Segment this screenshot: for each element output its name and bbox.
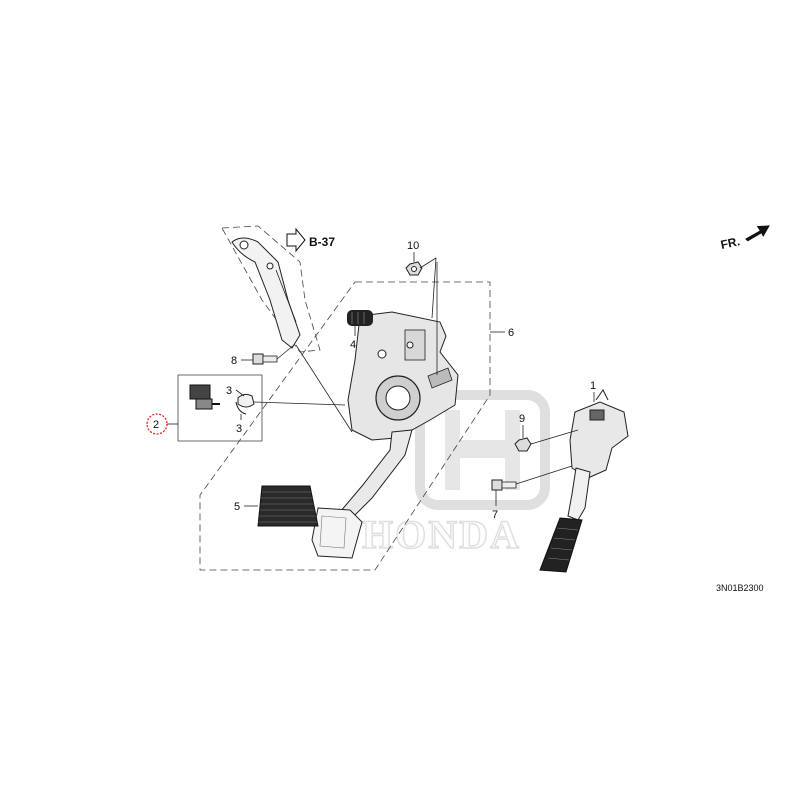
callout-4[interactable]: 4 bbox=[350, 339, 356, 351]
bolt-8 bbox=[241, 344, 295, 365]
bracket-dashed-outline bbox=[221, 225, 321, 353]
mounting-bracket bbox=[231, 237, 301, 349]
pedal-stopper bbox=[347, 310, 373, 336]
nut-10 bbox=[405, 252, 437, 319]
brake-pedal-plate bbox=[311, 507, 363, 559]
callout-2-selected[interactable]: 2 bbox=[146, 413, 178, 435]
clip-3 bbox=[235, 389, 346, 420]
callout-3-upper[interactable]: 3 bbox=[226, 385, 232, 397]
callout-6[interactable]: 6 bbox=[508, 327, 514, 339]
callout-7[interactable]: 7 bbox=[492, 509, 498, 521]
bracket-leader bbox=[295, 344, 353, 433]
brake-pedal-bracket bbox=[347, 262, 459, 441]
callout-8[interactable]: 8 bbox=[231, 355, 237, 367]
switch-group-box bbox=[177, 374, 263, 442]
honda-watermark: HONDA bbox=[361, 390, 550, 558]
nut-9 bbox=[514, 425, 579, 452]
brake-switch bbox=[189, 384, 220, 410]
brake-pedal-arm bbox=[339, 429, 413, 521]
callout-3-lower[interactable]: 3 bbox=[236, 423, 242, 435]
callout-10[interactable]: 10 bbox=[407, 240, 419, 252]
watermark-text: HONDA bbox=[362, 512, 521, 557]
accelerator-pedal bbox=[539, 389, 629, 573]
reference-arrow bbox=[286, 227, 306, 253]
callout-1[interactable]: 1 bbox=[590, 380, 596, 392]
front-direction-indicator: FR. bbox=[719, 225, 770, 252]
callout-2[interactable]: 2 bbox=[153, 419, 159, 431]
pedal-group-dashed-outline bbox=[199, 281, 491, 571]
pedal-pad bbox=[244, 485, 319, 527]
diagram-code: 3N01B2300 bbox=[716, 583, 764, 593]
callout-5[interactable]: 5 bbox=[234, 501, 240, 513]
bolt-7 bbox=[491, 465, 573, 506]
direction-label: FR. bbox=[719, 234, 741, 252]
callout-9[interactable]: 9 bbox=[519, 413, 525, 425]
reference-label: B-37 bbox=[309, 235, 335, 249]
